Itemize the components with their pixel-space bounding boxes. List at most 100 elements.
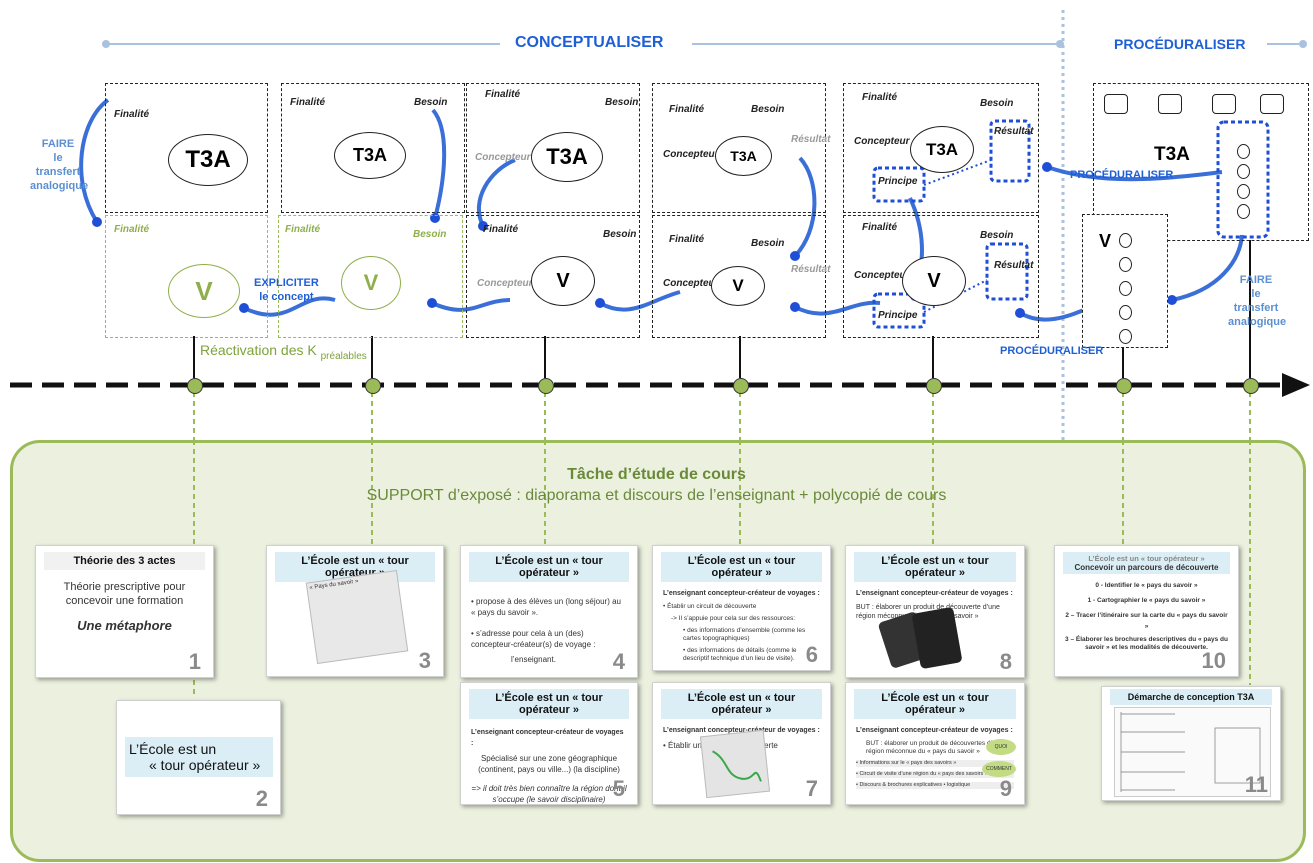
- task-subtitle: SUPPORT d’exposé : diaporama et discours…: [366, 487, 947, 504]
- slide-number: 7: [805, 776, 818, 801]
- slide-number: 5: [612, 776, 625, 801]
- slide-title: L’École est un « tour opérateur »: [854, 552, 1016, 582]
- node-v: V: [531, 256, 595, 306]
- slide-title: L’École est un « tour opérateur »: [661, 689, 822, 719]
- node-t3a: T3A: [910, 126, 974, 173]
- slide-10: L’École est un « tour opérateur » Concev…: [1054, 545, 1239, 677]
- slide-3: L’École est un « tour opérateur » « Pays…: [266, 545, 444, 677]
- slide-number: 9: [999, 776, 1012, 801]
- faire-transfert-left-label: FAIRE le transfert analogique: [30, 137, 89, 193]
- slide-title: Démarche de conception T3A: [1110, 689, 1272, 705]
- slide-step: 1 - Cartographier le « pays du savoir »: [1087, 597, 1206, 604]
- label-finalite: Finalité: [114, 109, 150, 120]
- slide-number: 10: [1201, 648, 1226, 673]
- node-v: V: [1099, 231, 1112, 251]
- panel-t3a-3: Finalité Besoin Concepteur T3A: [466, 83, 640, 213]
- slide-heading: L’enseignant concepteur-créateur de voya…: [471, 729, 624, 747]
- chain-node: [1237, 164, 1250, 179]
- label-concepteur: Concepteur: [854, 270, 910, 281]
- label-besoin: Besoin: [980, 98, 1014, 109]
- proceduraliser-mid-label: PROCÉDURALISER: [1070, 169, 1174, 181]
- slide-step: 0 - Identifier le « pays du savoir »: [1095, 582, 1198, 589]
- slide-heading: L’enseignant concepteur-créateur de voya…: [663, 727, 820, 734]
- slide-bullet: • s’adresse pour cela à un (des) concept…: [471, 629, 596, 649]
- slide-5: L’École est un « tour opérateur » L’ense…: [460, 682, 638, 805]
- label-resultat: Résultat: [994, 260, 1034, 271]
- timeline-dot: [926, 378, 942, 394]
- label-besoin: Besoin: [751, 104, 785, 115]
- slide-10-heading: L’École est un « tour opérateur » Concev…: [1063, 552, 1230, 574]
- route-map-image: [699, 729, 771, 799]
- faire-left-line3: analogique: [30, 180, 89, 192]
- slide-bullet: l’enseignant.: [511, 655, 556, 664]
- slide-heading: L’enseignant concepteur-créateur de voya…: [856, 590, 1013, 597]
- slide-9: L’École est un « tour opérateur » L’ense…: [845, 682, 1025, 805]
- method-diagram-image: [1114, 707, 1271, 797]
- panel-v-procedural: V: [1082, 214, 1168, 348]
- slide-2-line2: « tour opérateur »: [149, 757, 261, 773]
- timeline-dot: [1116, 378, 1132, 394]
- panel-t3a-1: Finalité T3A: [105, 83, 268, 213]
- reactivation-label: Réactivation des K préalables: [200, 342, 367, 362]
- label-resultat: Résultat: [791, 134, 831, 145]
- slide-bullet: Spécialisé sur une zone géographique (co…: [478, 754, 620, 774]
- label-concepteur: Concepteur: [477, 278, 533, 289]
- conceptualiser-header: CONCEPTUALISER: [515, 34, 664, 51]
- chain-step: [1260, 94, 1284, 114]
- label-besoin: Besoin: [413, 229, 447, 240]
- proceduraliser-low-label: PROCÉDURALISER: [1000, 345, 1104, 357]
- node-v: V: [168, 264, 240, 318]
- chain-step: [1104, 94, 1128, 114]
- label-concepteur: Concepteur: [475, 152, 531, 163]
- slide-title: L’École est un « tour opérateur »: [854, 689, 1016, 719]
- slide-title: L’École est un « tour opérateur »: [1088, 554, 1205, 563]
- panel-t3a-4: Finalité Besoin Concepteur Résultat T3A: [652, 83, 830, 213]
- slide-number: 11: [1244, 772, 1268, 797]
- slide-1: Théorie des 3 actes Théorie prescriptive…: [35, 545, 214, 678]
- slide-text: Théorie prescriptive pour concevoir une …: [63, 581, 186, 607]
- slide-emphasis: Une métaphore: [77, 618, 172, 633]
- slide-6: L’École est un « tour opérateur » L’ense…: [652, 545, 831, 671]
- panel-t3a-5: Finalité Besoin Concepteur Résultat Prin…: [843, 83, 1039, 213]
- slide-11: Démarche de conception T3A 11: [1101, 686, 1281, 801]
- slide-8: L’École est un « tour opérateur » L’ense…: [845, 545, 1025, 678]
- slide-bullet: • propose à des élèves un (long séjour) …: [471, 597, 622, 617]
- label-resultat: Résultat: [791, 264, 831, 275]
- label-principe: Principe: [878, 310, 918, 321]
- slide-subtitle: Concevoir un parcours de découverte: [1074, 563, 1219, 572]
- slide-title: L’École est un « tour opérateur »: [661, 552, 822, 582]
- panel-v-1: Finalité V: [105, 215, 268, 338]
- node-t3a: T3A: [334, 132, 406, 179]
- slide-bullet: BUT : élaborer un produit de découvertes…: [866, 740, 1003, 755]
- slide-title: L’École est un « tour opérateur »: [469, 552, 629, 582]
- slide-heading: L’enseignant concepteur-créateur de voya…: [856, 727, 1013, 734]
- panel-v-4: Finalité Besoin Concepteur Résultat V: [652, 215, 830, 338]
- faire-left-line1: FAIRE: [41, 138, 75, 150]
- chain-node: [1237, 204, 1250, 219]
- slide-number: 6: [805, 642, 818, 667]
- label-besoin: Besoin: [603, 229, 637, 240]
- green-connectors: [193, 440, 1251, 698]
- label-concepteur: Concepteur: [663, 278, 719, 289]
- panel-v-2: Finalité Besoin V: [278, 215, 463, 338]
- slide-2-heading: L’École est un « tour opérateur »: [125, 737, 273, 777]
- task-title: Tâche d’étude de cours: [567, 466, 746, 483]
- panel-v-3: Finalité Besoin Concepteur V: [466, 215, 640, 338]
- timeline-dot: [733, 378, 749, 394]
- slide-bullet: • des informations d’ensemble (comme les…: [683, 627, 806, 642]
- faire-right-line2: le transfert: [1233, 288, 1279, 314]
- panel-t3a-2: Finalité Besoin T3A: [281, 83, 465, 213]
- label-finalite: Finalité: [114, 224, 150, 235]
- faire-left-line2: le transfert: [35, 152, 81, 178]
- timeline-dot: [538, 378, 554, 394]
- node-v: V: [902, 256, 966, 306]
- expliciter-line1: EXPLICITER: [254, 277, 319, 289]
- slide-bullet: • des informations de détails (comme le …: [683, 647, 797, 662]
- slide-title: Théorie des 3 actes: [44, 552, 205, 570]
- slide-number: 3: [418, 648, 431, 673]
- chain-step: [1158, 94, 1182, 114]
- timeline-dot: [1243, 378, 1259, 394]
- node-t3a: T3A: [168, 134, 248, 186]
- label-principe: Principe: [878, 176, 918, 187]
- faire-transfert-right-label: FAIRE le transfert analogique: [1228, 273, 1286, 329]
